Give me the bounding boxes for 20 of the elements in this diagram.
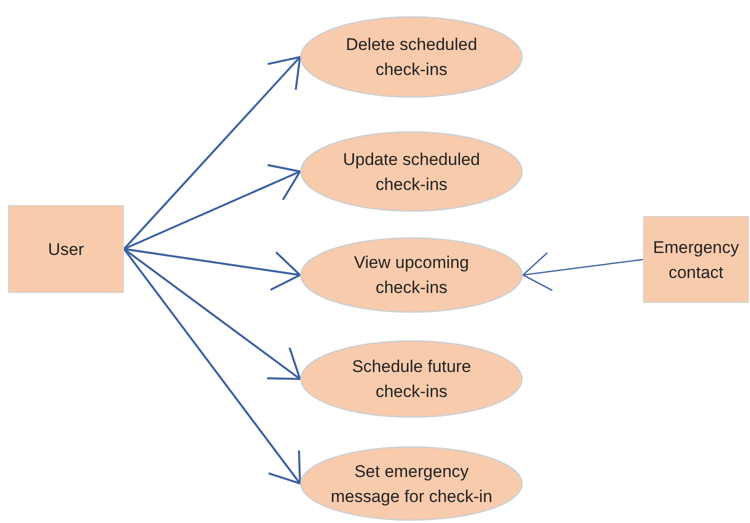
- actor-label: User: [47, 238, 85, 260]
- use-case-label: Schedule future check-ins: [350, 356, 472, 403]
- use-case-label: Set emergency message for check-in: [330, 460, 494, 508]
- arrow: [123, 248, 301, 484]
- actor-label: Emergency contact: [652, 236, 740, 284]
- actor-box: [8, 205, 124, 293]
- use-case-label: Update scheduled check-ins: [342, 148, 482, 196]
- arrow: [123, 56, 301, 250]
- use-case-label: View upcoming check-ins: [353, 252, 470, 299]
- use-case-ellipse: [300, 237, 523, 313]
- arrow: [124, 248, 301, 291]
- use-case-ellipse: [300, 131, 523, 212]
- use-case-label: Delete scheduled check-ins: [344, 34, 478, 81]
- arrow: [124, 164, 301, 250]
- actor-box: [643, 216, 749, 303]
- use-case-ellipse: [300, 340, 523, 418]
- use-case-ellipse: [300, 16, 523, 98]
- arrow: [123, 248, 301, 380]
- arrow: [522, 252, 644, 292]
- use-case-ellipse: [300, 446, 523, 521]
